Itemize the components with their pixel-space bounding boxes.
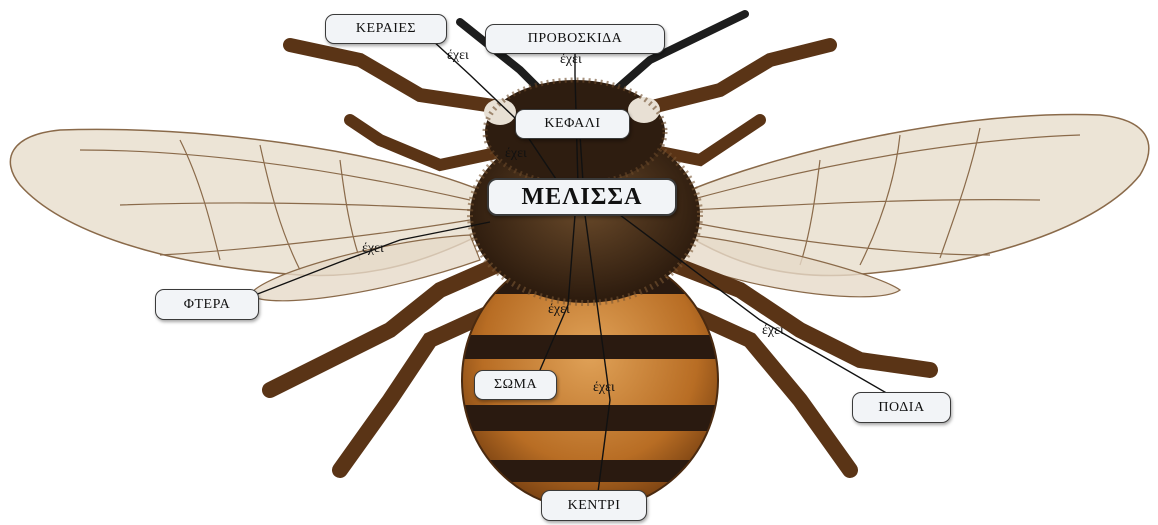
- central-node-melissa: ΜΕΛΙΣΣΑ: [487, 178, 677, 216]
- relation-label-provoskida: έχει: [560, 52, 582, 68]
- relation-label-kefali: έχει: [505, 146, 527, 162]
- node-podia: ΠΟΔΙΑ: [852, 392, 951, 423]
- node-provoskida: ΠΡΟΒΟΣΚΙΔΑ: [485, 24, 665, 54]
- relation-label-ftera: έχει: [362, 241, 384, 257]
- relation-label-keraies: έχει: [447, 48, 469, 64]
- node-soma: ΣΩΜΑ: [474, 370, 557, 400]
- relation-label-podia: έχει: [762, 323, 784, 339]
- node-kefali: ΚΕΦΑΛΙ: [515, 109, 630, 139]
- node-kentri: ΚΕΝΤΡΙ: [541, 490, 647, 521]
- relation-label-kentri: έχει: [593, 380, 615, 396]
- node-keraies: ΚΕΡΑΙΕΣ: [325, 14, 447, 44]
- node-ftera: ΦΤΕΡΑ: [155, 289, 259, 320]
- relation-label-soma: έχει: [548, 302, 570, 318]
